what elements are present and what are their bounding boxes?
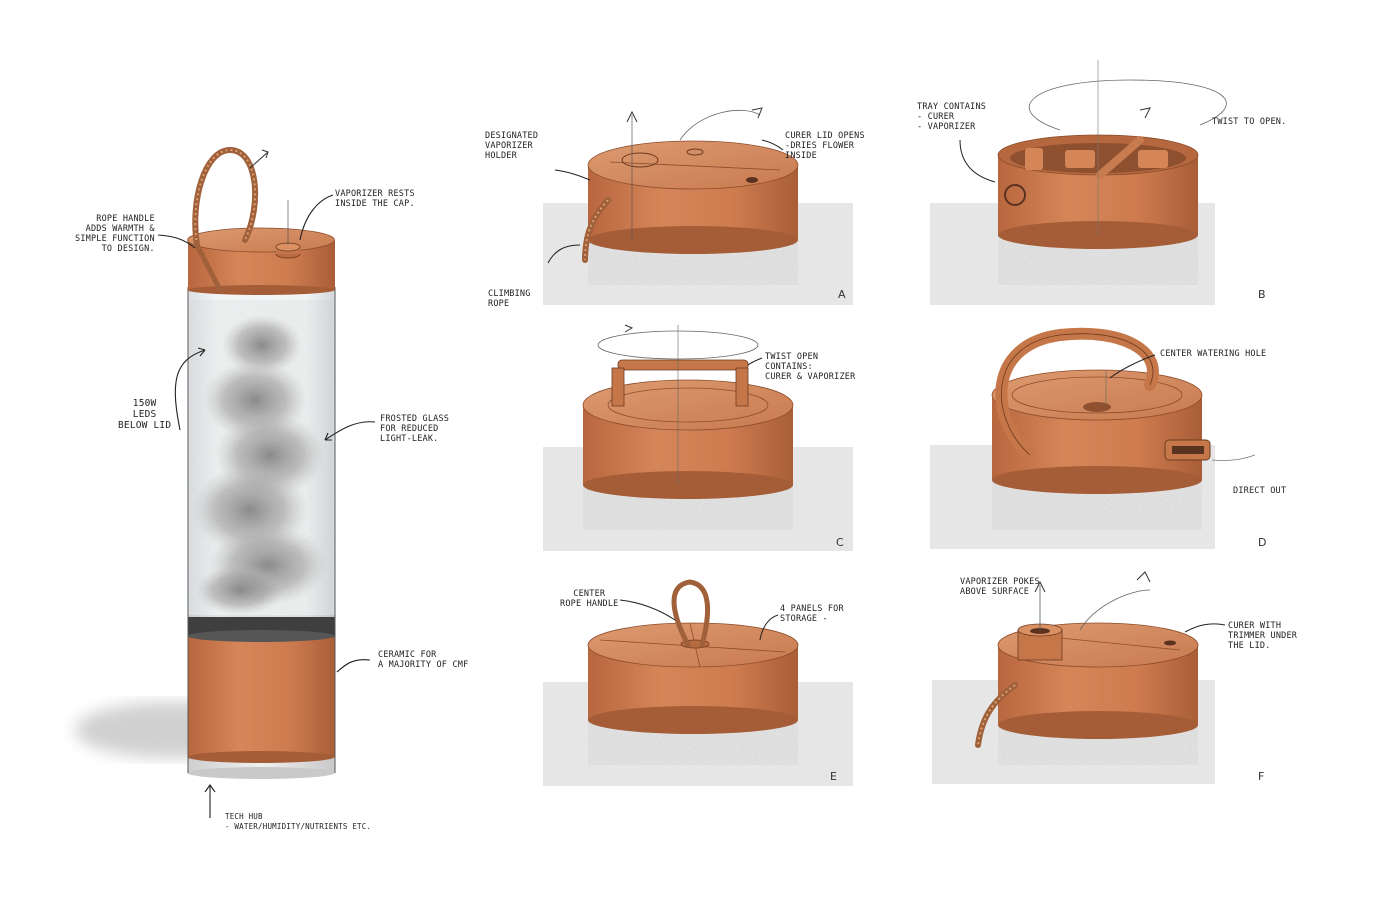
note-vaporizer-pokes: Vaporizer pokes above surface	[960, 577, 1040, 597]
view-b	[930, 60, 1227, 305]
note-line: Frosted glass	[380, 414, 450, 424]
note-line: -dries flower	[785, 141, 855, 151]
view-e	[543, 579, 853, 786]
view-label-c: C	[836, 536, 844, 549]
note-line: rope handle	[560, 599, 619, 609]
note-line: 150W	[132, 398, 157, 409]
note-line: LEDs	[132, 409, 157, 420]
view-label-d: D	[1258, 536, 1267, 549]
note-line: - vaporizer	[917, 122, 976, 132]
view-a	[543, 107, 853, 305]
note-line: Twist open	[765, 352, 819, 362]
note-line: rope	[488, 299, 510, 309]
note-direct-out: Direct out	[1233, 486, 1286, 496]
note-climbing-rope: Climbing rope	[488, 289, 531, 309]
note-line: Vaporizer pokes	[960, 577, 1040, 587]
note-line: trimmer under	[1228, 631, 1298, 641]
note-curer-lid: Curer lid opens -dries flower inside	[785, 131, 865, 161]
note-frosted-glass: Frosted glass for reduced light-leak.	[380, 414, 449, 444]
note-line: Ceramic for	[378, 650, 437, 660]
note-line: Designated	[485, 131, 539, 141]
note-line: curer & vaporizer	[765, 372, 856, 382]
note-tray-contains: Tray contains - curer - vaporizer	[917, 102, 986, 132]
note-line: below lid	[118, 420, 172, 431]
note-curer-with-trimmer: Curer with trimmer under the lid.	[1228, 621, 1297, 651]
note-line: a majority of CMF	[378, 660, 469, 670]
note-four-panels: 4 panels for storage -	[780, 604, 844, 624]
note-line: Curer with	[1228, 621, 1282, 631]
note-line: Twist to open.	[1212, 117, 1287, 127]
note-line: - water/humidity/nutrients etc.	[225, 822, 372, 831]
note-line: the lid.	[1228, 641, 1271, 651]
note-line: inside the cap.	[335, 199, 415, 209]
note-center-watering-hole: Center watering hole	[1160, 349, 1266, 359]
note-line: vaporizer	[485, 141, 533, 151]
view-label-e: E	[830, 770, 837, 783]
note-rope-handle: Rope handle adds warmth & simple functio…	[75, 214, 155, 254]
note-line: Tray contains	[917, 102, 987, 112]
note-line: contains:	[765, 362, 813, 372]
ceramic-body	[188, 635, 335, 757]
note-line: storage -	[780, 614, 828, 624]
tall-planter	[75, 146, 376, 818]
note-line: 4 panels for	[780, 604, 844, 614]
note-line: to design.	[101, 244, 155, 254]
note-line: for reduced	[380, 424, 439, 434]
note-ceramic: Ceramic for a majority of CMF	[378, 650, 468, 670]
note-line: adds warmth &	[85, 224, 155, 234]
note-line: above surface	[960, 587, 1030, 597]
note-line: Vaporizer rests	[335, 189, 415, 199]
note-line: Climbing	[488, 289, 531, 299]
note-vaporizer-rests: Vaporizer rests inside the cap.	[335, 189, 415, 209]
view-label-b: B	[1258, 288, 1266, 301]
view-label-f: F	[1258, 770, 1265, 783]
note-tech-hub: Tech hub - water/humidity/nutrients etc.	[225, 812, 371, 832]
note-line: simple function	[75, 234, 155, 244]
note-twist-open-contains: Twist open contains: curer & vaporizer	[765, 352, 855, 382]
note-line: Center watering hole	[1160, 349, 1267, 359]
note-leds: 150W LEDs below lid	[118, 398, 171, 431]
note-line: holder	[485, 151, 517, 161]
note-line: Curer lid opens	[785, 131, 865, 141]
note-line: Rope handle	[96, 214, 155, 224]
view-c	[543, 324, 853, 551]
view-d	[930, 327, 1256, 549]
note-line: light-leak.	[380, 434, 439, 444]
note-line: Direct out	[1233, 486, 1287, 496]
note-center-rope-handle: Center rope handle	[560, 589, 619, 609]
plant-foliage	[190, 300, 333, 615]
view-label-a: A	[838, 288, 846, 301]
note-line: - curer	[917, 112, 955, 122]
view-f	[932, 571, 1226, 784]
note-twist-to-open: Twist to open.	[1212, 117, 1286, 127]
note-line: inside	[785, 151, 817, 161]
note-designated-holder: Designated vaporizer holder	[485, 131, 538, 161]
note-line: Tech hub	[225, 812, 263, 821]
note-line: Center	[573, 589, 606, 599]
